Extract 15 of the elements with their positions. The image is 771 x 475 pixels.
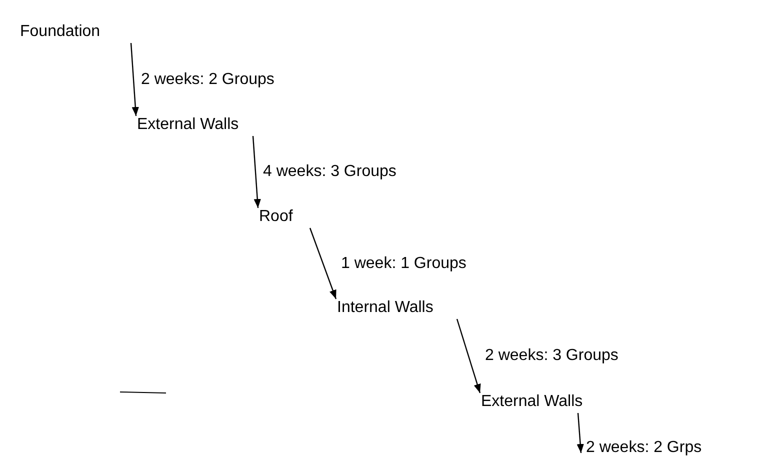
arrow — [252, 136, 261, 208]
step-text: External Walls — [137, 114, 267, 136]
step-text: Roof — [259, 206, 311, 228]
arrow — [456, 318, 481, 394]
step-text: External Walls — [481, 391, 609, 413]
step-text: Internal Walls — [337, 297, 461, 319]
edge-label: 2 weeks: 3 Groups — [485, 346, 618, 366]
edge-label: 1 week: 1 Groups — [341, 254, 466, 274]
arrow — [130, 42, 139, 116]
step-text: Foundation — [20, 21, 132, 43]
edge-label: 2 weeks: 2 Grps — [586, 438, 702, 458]
edge-label: 2 weeks: 2 Groups — [141, 70, 274, 90]
arrow — [576, 412, 584, 454]
edge-label: 4 weeks: 3 Groups — [263, 162, 396, 182]
arrow — [309, 228, 337, 300]
